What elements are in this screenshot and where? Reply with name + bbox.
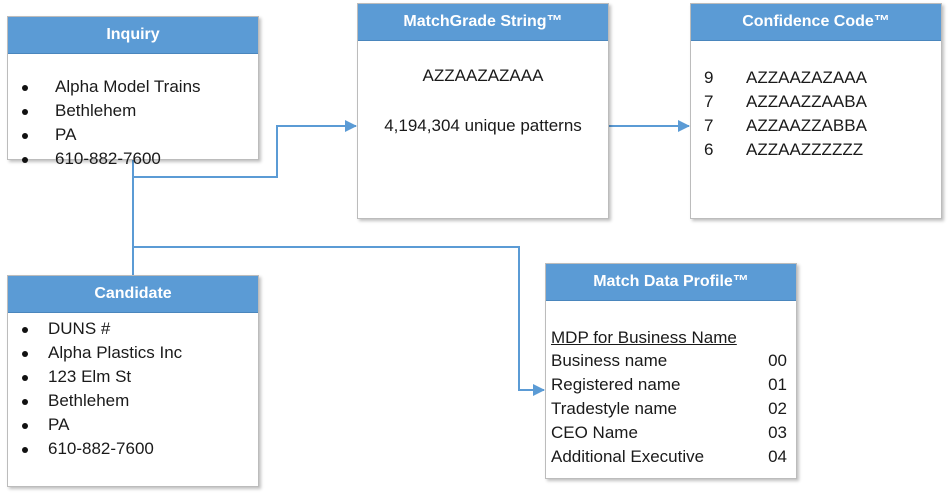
inquiry-list: Alpha Model Trains Bethlehem PA 610-882-…	[8, 75, 258, 171]
mdp-field-code: 00	[768, 351, 787, 370]
inquiry-title: Inquiry	[8, 17, 258, 54]
confidence-score: 9	[704, 68, 714, 87]
inquiry-to-matchgrade-arrow	[132, 120, 357, 178]
mdp-heading: MDP for Business Name	[551, 328, 737, 347]
candidate-item: Alpha Plastics Inc	[8, 341, 258, 365]
inquiry-item: Alpha Model Trains	[8, 75, 258, 99]
inquiry-box: Inquiry Alpha Model Trains Bethlehem PA …	[7, 16, 259, 168]
match-data-profile-title: Match Data Profile™	[546, 264, 796, 301]
matchgrade-pattern-count: 4,194,304 unique patterns	[384, 116, 582, 135]
confidence-box: Confidence Code™ 9 AZZAAZAZAAA 7 AZZAAZZAA…	[690, 3, 942, 219]
mdp-field-code: 04	[768, 447, 787, 466]
matchgrade-title: MatchGrade String™	[358, 4, 608, 41]
candidate-item: PA	[8, 413, 258, 437]
candidate-item: DUNS #	[8, 317, 258, 341]
confidence-title: Confidence Code™	[691, 4, 941, 41]
candidate-item: 123 Elm St	[8, 365, 258, 389]
confidence-score: 7	[704, 92, 714, 111]
confidence-score: 7	[704, 116, 714, 135]
mdp-field-name: CEO Name	[551, 423, 638, 442]
mdp-row: Tradestyle name 02	[551, 397, 787, 421]
mdp-row: CEO Name 03	[551, 421, 787, 445]
mdp-field-code: 01	[768, 375, 787, 394]
mdp-row: Registered name 01	[551, 373, 787, 397]
candidate-item: 610-882-7600	[8, 437, 258, 461]
candidate-box: Candidate DUNS # Alpha Plastics Inc 123 …	[7, 275, 259, 487]
mdp-field-name: Business name	[551, 351, 668, 370]
matchgrade-string: AZZAAZAZAAA	[422, 66, 544, 85]
mdp-field-code: 03	[768, 423, 787, 442]
confidence-string: AZZAAZZAABA	[746, 92, 867, 111]
mdp-field-code: 02	[768, 399, 787, 418]
confidence-row: 9 AZZAAZAZAAA	[704, 66, 867, 90]
match-data-profile-box: Match Data Profile™ MDP for Business Nam…	[545, 263, 797, 479]
inquiry-item: 610-882-7600	[8, 147, 258, 171]
candidate-title: Candidate	[8, 276, 258, 313]
matchgrade-box: MatchGrade String™ AZZAAZAZAAA 4,194,304…	[357, 3, 609, 219]
mdp-row: Additional Executive 04	[551, 445, 787, 469]
inquiry-item: PA	[8, 123, 258, 147]
inquiry-item: Bethlehem	[8, 99, 258, 123]
mdp-row: Business name 00	[551, 349, 787, 373]
candidate-item: Bethlehem	[8, 389, 258, 413]
mdp-field-name: Additional Executive	[551, 447, 705, 466]
confidence-string: AZZAAZZABBA	[746, 116, 867, 135]
to-match-data-profile-arrow	[133, 246, 545, 396]
confidence-string: AZZAAZZZZZZ	[746, 140, 864, 159]
confidence-string: AZZAAZAZAAA	[746, 68, 867, 87]
mdp-field-name: Tradestyle name	[551, 399, 677, 418]
mdp-field-name: Registered name	[551, 375, 681, 394]
confidence-score: 6	[704, 140, 714, 159]
confidence-row: 6 AZZAAZZZZZZ	[704, 138, 863, 162]
confidence-row: 7 AZZAAZZABBA	[704, 114, 867, 138]
candidate-list: DUNS # Alpha Plastics Inc 123 Elm St Bet…	[8, 317, 258, 461]
confidence-row: 7 AZZAAZZAABA	[704, 90, 867, 114]
